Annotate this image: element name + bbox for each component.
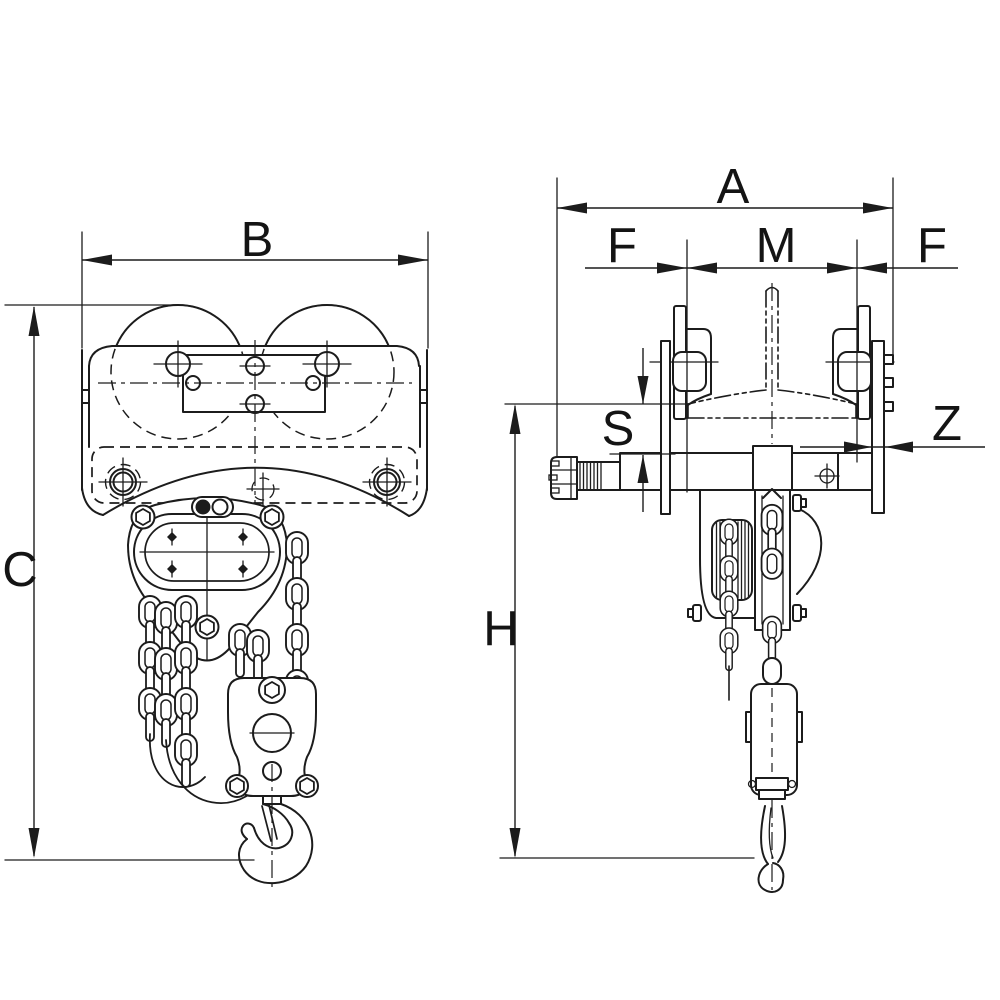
hook-block [225, 676, 319, 798]
dimension-fmf: F M F [585, 219, 958, 493]
suspension-crossbar [548, 445, 874, 500]
dimension-z: Z [800, 397, 985, 453]
dimension-label-f-left: F [607, 219, 637, 273]
chain-anchor [191, 496, 234, 518]
suspension-bolt [98, 457, 148, 507]
trolley-wheel [115, 304, 241, 346]
side-view: A F M F S Z [483, 160, 985, 893]
dimension-label-b: B [241, 213, 274, 267]
cover-screw [167, 528, 248, 578]
arrowhead-icon [557, 202, 587, 214]
chain-connector [762, 657, 782, 685]
i-beam-phantom [687, 283, 857, 444]
suspension-bolt [362, 457, 412, 507]
dimension-a: A [556, 160, 894, 457]
dimension-label-a: A [717, 160, 750, 214]
load-hook-side [757, 800, 787, 893]
arrowhead-icon [863, 202, 893, 214]
hoist-body-side [687, 488, 823, 701]
dimension-s: S [602, 348, 676, 512]
safety-latch [261, 805, 272, 842]
trolley-wheel-side [825, 305, 895, 420]
dimension-label-z: Z [932, 397, 962, 451]
frame-bolt [687, 494, 807, 622]
dimension-label-f-right: F [917, 219, 947, 273]
arrowhead-icon [28, 828, 40, 858]
arrowhead-icon [857, 262, 887, 274]
arrowhead-icon [28, 306, 40, 336]
cover-hex-bolt [130, 504, 285, 640]
arrowhead-icon [637, 376, 649, 404]
arrowhead-icon [885, 441, 913, 453]
dimension-label-m: M [756, 219, 797, 273]
arrowhead-icon [509, 404, 521, 434]
dimension-b: B [81, 213, 429, 349]
arrowhead-icon [398, 254, 428, 266]
knurled-adjusting-nut [548, 456, 602, 500]
trolley-side-plates [81, 304, 428, 507]
arrowhead-icon [827, 262, 857, 274]
arrowhead-icon [509, 828, 521, 858]
suspension-pin [251, 477, 275, 501]
front-view: B C [2, 213, 429, 890]
dimension-label-h: H [483, 602, 518, 656]
dimension-label-c: C [2, 543, 37, 597]
suspension-yoke [81, 466, 428, 517]
dimension-c: C [2, 304, 255, 861]
trolley-wheel [264, 304, 390, 346]
arrowhead-icon [687, 262, 717, 274]
arrowhead-icon [844, 441, 872, 453]
hook-block-side [745, 657, 803, 893]
dimension-h: H [483, 403, 755, 859]
brace [796, 508, 823, 595]
side-plate [660, 340, 894, 515]
arrowhead-icon [637, 455, 649, 483]
load-hook [238, 764, 314, 890]
arrowhead-icon [657, 262, 687, 274]
dimension-label-s: S [602, 402, 635, 456]
hanger-block [752, 445, 793, 491]
arrowhead-icon [82, 254, 112, 266]
